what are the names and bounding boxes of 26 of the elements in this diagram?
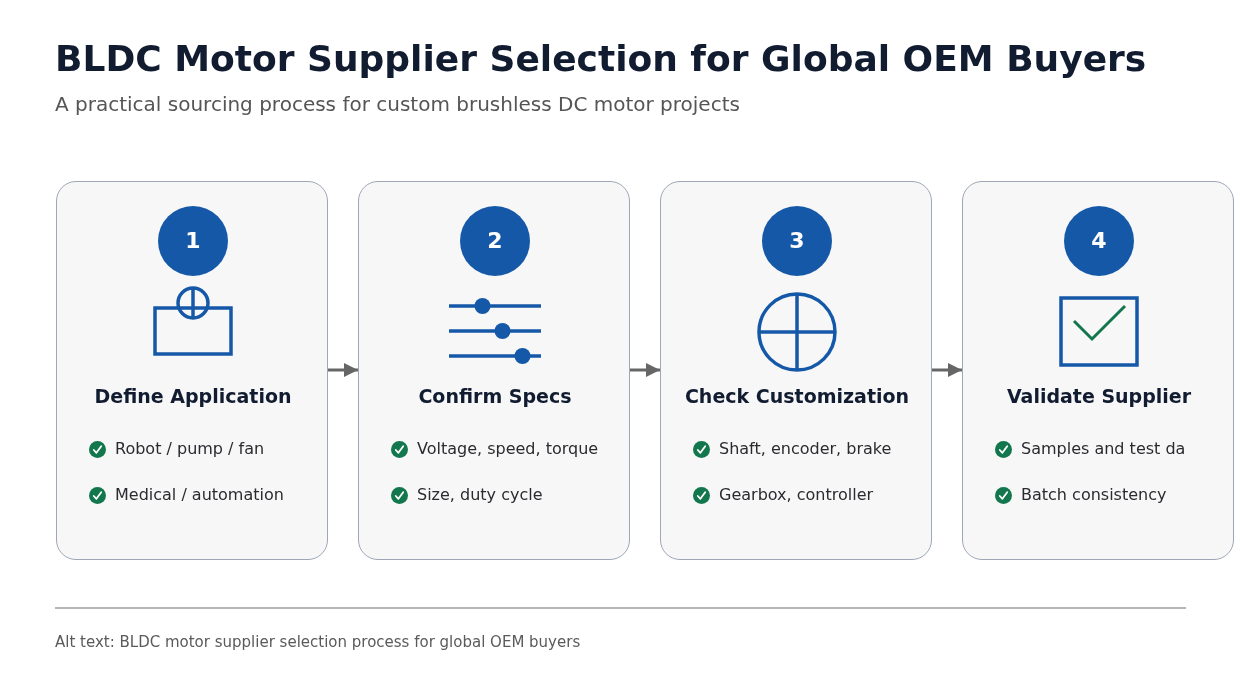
checklist-item: Batch consistency [1021, 485, 1167, 505]
step-number-circle: 1 [158, 206, 228, 276]
step-number-circle: 2 [460, 206, 530, 276]
step-card [56, 181, 328, 560]
arrow [932, 363, 962, 377]
arrow [630, 363, 660, 377]
checklist-item: Medical / automation [115, 485, 284, 505]
step-heading: Validate Supplier [1006, 384, 1192, 408]
checklist-item: Voltage, speed, torque [417, 439, 599, 459]
step-heading: Confirm Specs [418, 384, 572, 408]
checklist-item: Size, duty cycle [417, 485, 543, 505]
checklist-item: Shaft, encoder, brake [719, 439, 892, 459]
step-card [660, 181, 932, 560]
step-number-circle: 3 [762, 206, 832, 276]
checklist-item: Samples and test da [1021, 439, 1186, 459]
caption: Alt text: BLDC motor supplier selection process for global OEM buyers [55, 632, 581, 652]
step-number-circle: 4 [1064, 206, 1134, 276]
title: BLDC Motor Supplier Selection for Global OEM Buyers [55, 37, 1147, 81]
step-heading: Check Customization [684, 384, 910, 408]
step-card [358, 181, 630, 560]
arrow [328, 363, 358, 377]
checklist-item: Robot / pump / fan [115, 439, 265, 459]
checklist-item: Gearbox, controller [719, 485, 874, 505]
step-card [962, 181, 1234, 560]
subtitle: A practical sourcing process for custom brushless DC motor projects [55, 92, 740, 116]
step-heading: Define Application [94, 384, 292, 408]
